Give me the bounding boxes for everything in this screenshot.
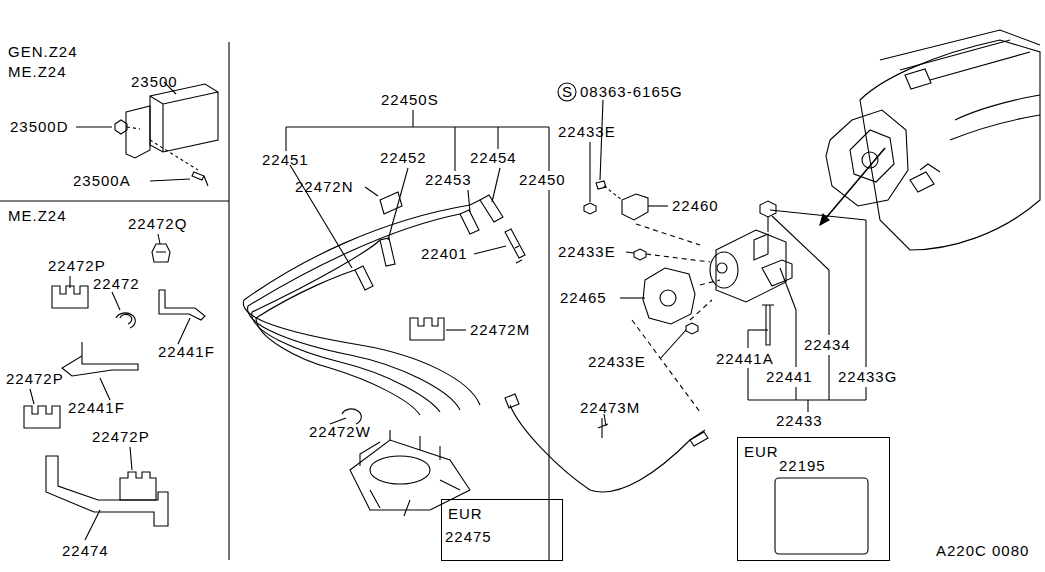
callout-number: 22450S bbox=[381, 91, 439, 109]
callout-number: 22474 bbox=[62, 542, 109, 560]
region-heading: EUR bbox=[744, 443, 779, 461]
callout-number: 22472Q bbox=[128, 215, 187, 233]
callout-number: 22433 bbox=[776, 412, 823, 430]
region-heading: EUR bbox=[448, 505, 483, 523]
callout-number: 22401 bbox=[421, 245, 468, 263]
callout-number: 22473M bbox=[580, 399, 640, 417]
callout-number: 22433E bbox=[588, 353, 646, 371]
callout-number: 22452 bbox=[380, 149, 427, 167]
callout-number: 22453 bbox=[425, 171, 472, 189]
callout-number: 22472N bbox=[295, 178, 354, 196]
callout-number: 22433E bbox=[558, 243, 616, 261]
callout-number: 08363-6165G bbox=[580, 83, 683, 101]
callout-number: 23500A bbox=[73, 172, 131, 190]
callout-number: 23500D bbox=[10, 118, 69, 136]
region-box: EUR22195 bbox=[737, 437, 890, 561]
callout-number: ME.Z24 bbox=[8, 207, 67, 225]
callout-number: 22472W bbox=[309, 423, 371, 441]
callout-number: 22475 bbox=[445, 528, 492, 546]
callout-number: 22472M bbox=[470, 321, 530, 339]
callout-number: 22454 bbox=[470, 149, 517, 167]
callout-number: 22472P bbox=[92, 428, 150, 446]
callout-number: 22195 bbox=[779, 457, 826, 475]
callout-number: GEN.Z24 bbox=[8, 43, 78, 61]
callout-number: ME.Z24 bbox=[8, 63, 67, 81]
callout-number: 22450 bbox=[519, 171, 566, 189]
callout-number: 22460 bbox=[672, 197, 719, 215]
callout-number: 23500 bbox=[131, 73, 178, 91]
callout-number: 22441A bbox=[716, 350, 774, 368]
circled-mark: S bbox=[562, 83, 573, 101]
callout-number: 22472 bbox=[93, 275, 140, 293]
callout-number: 22451 bbox=[262, 151, 309, 169]
callout-number: 22441F bbox=[158, 343, 215, 361]
callout-number: 22441 bbox=[766, 368, 813, 386]
callout-number: A220C 0080 bbox=[936, 542, 1029, 560]
callout-number: 22433E bbox=[558, 123, 616, 141]
callout-number: 22472P bbox=[6, 370, 64, 388]
callout-number: 22465 bbox=[560, 289, 607, 307]
callout-number: 22472P bbox=[48, 257, 106, 275]
callout-number: 22433G bbox=[838, 368, 897, 386]
callout-number: 22434 bbox=[804, 336, 851, 354]
callout-number: 22441F bbox=[68, 399, 125, 417]
region-box: EUR 22475 bbox=[441, 499, 563, 561]
